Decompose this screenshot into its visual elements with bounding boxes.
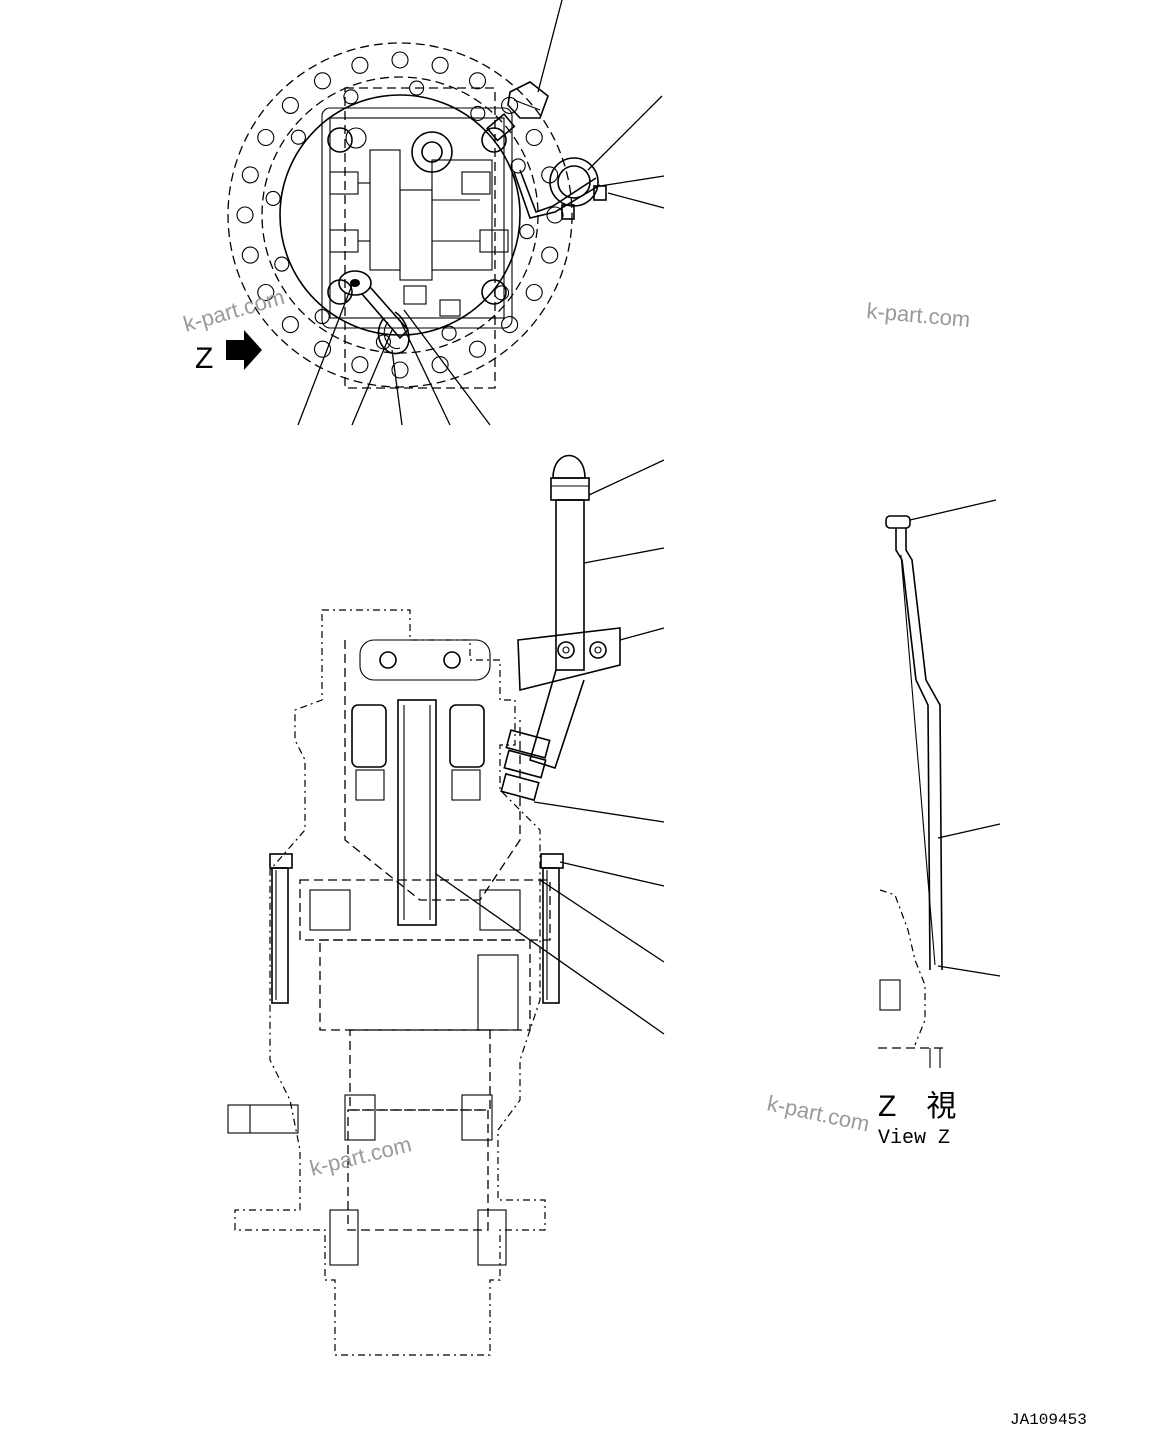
callout-leaders xyxy=(297,0,1001,1035)
bolt-hole xyxy=(391,51,409,69)
bolt-hole xyxy=(313,72,332,90)
bolt-hole xyxy=(313,340,332,358)
leader-15 xyxy=(539,879,665,963)
view-z-label-en: View Z xyxy=(878,1127,950,1150)
leader-10 xyxy=(588,459,665,496)
leader-9 xyxy=(403,309,491,426)
inner-bolt xyxy=(519,224,535,240)
leader-6 xyxy=(351,329,393,426)
level-gauge-pipe xyxy=(338,270,410,355)
side-bolt-left xyxy=(269,853,293,1004)
leader-8 xyxy=(399,319,451,426)
watermark: k-part.com xyxy=(307,1131,414,1180)
bolt-hole xyxy=(281,316,299,334)
drawing-number: JA109453 xyxy=(1010,1411,1087,1429)
leader-12 xyxy=(619,627,665,641)
leader-1 xyxy=(537,0,563,93)
view-z-letter: Z xyxy=(195,342,213,375)
watermark: k-part.com xyxy=(180,284,287,337)
bolt-hole xyxy=(431,56,449,74)
leader-14 xyxy=(559,861,665,887)
inner-bolt xyxy=(290,129,306,145)
bolt-hole xyxy=(241,166,259,184)
leader-7 xyxy=(391,349,403,426)
inner-bolt xyxy=(470,105,486,121)
watermark: k-part.com xyxy=(866,298,972,332)
motor-section-view xyxy=(227,454,621,1356)
bolt-hole xyxy=(241,246,259,264)
motor-end-view: Z xyxy=(195,42,607,389)
bolt-hole xyxy=(391,361,409,379)
view-z-arrow: Z xyxy=(195,330,262,375)
leader-16 xyxy=(435,873,665,1035)
inner-bolt xyxy=(274,256,290,272)
bolt-hole xyxy=(257,128,275,147)
leader-17 xyxy=(909,499,997,521)
bolt-hole xyxy=(468,72,487,90)
bolt-hole-ring xyxy=(236,51,564,379)
bolt-hole xyxy=(431,356,449,374)
bolt-hole xyxy=(351,356,369,374)
inner-bolt xyxy=(265,190,281,206)
oil-filler-pipe xyxy=(500,454,590,802)
inner-bolt xyxy=(343,89,359,105)
leader-18 xyxy=(937,823,1001,839)
bolt-hole xyxy=(257,283,275,302)
leader-13 xyxy=(533,801,665,823)
leader-3 xyxy=(599,175,665,187)
bolt-hole xyxy=(351,56,369,74)
watermark: k-part.com xyxy=(765,1090,872,1136)
leader-19 xyxy=(937,965,1001,977)
side-bolt-right xyxy=(540,853,564,1004)
bolt-hole xyxy=(546,206,564,224)
drain-plug xyxy=(486,81,549,142)
bolt-hole xyxy=(468,340,487,358)
view-z-dipstick: Z 視 View Z xyxy=(878,515,956,1150)
elbow-fitting xyxy=(513,157,607,220)
bolt-hole xyxy=(541,246,559,264)
pipe-bracket xyxy=(517,627,621,692)
bolt-hole xyxy=(501,316,519,334)
leader-2 xyxy=(587,95,663,171)
leader-4 xyxy=(607,192,665,209)
bolt-hole xyxy=(525,128,543,147)
bolt-hole xyxy=(281,96,299,114)
inner-bolt xyxy=(441,325,457,341)
inner-bolt xyxy=(510,158,526,174)
leader-5 xyxy=(297,284,353,426)
bolt-hole xyxy=(525,283,543,302)
leader-11 xyxy=(583,547,665,564)
bolt-hole xyxy=(236,206,254,224)
view-z-label-jp: Z 視 xyxy=(878,1090,956,1123)
